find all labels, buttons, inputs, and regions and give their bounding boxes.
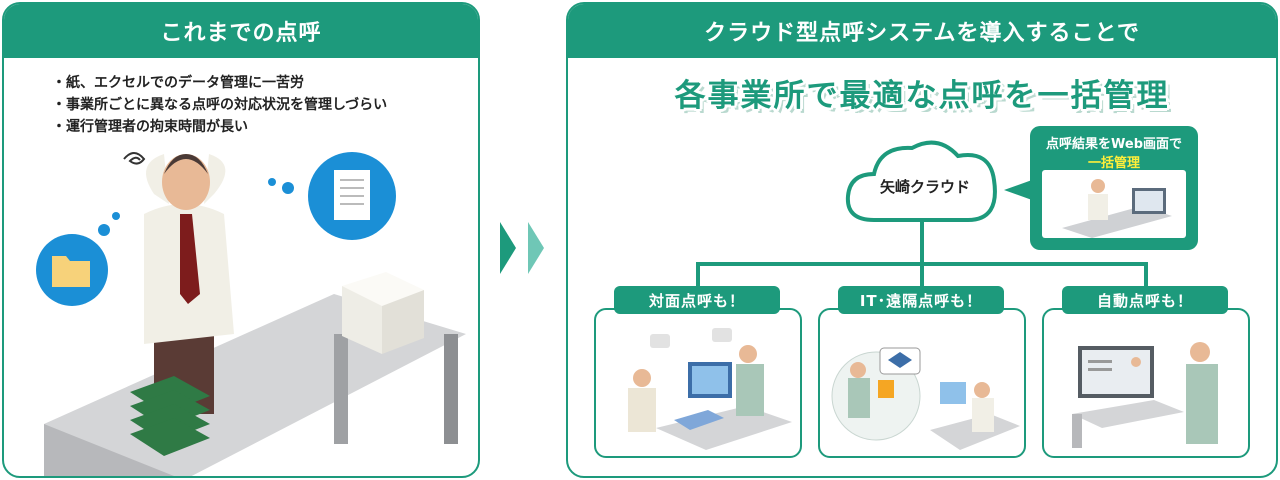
it-remote-illustration [831, 347, 1020, 450]
callout-line2: 一括管理 [1087, 156, 1140, 171]
after-title: クラウド型点呼システムを導入することで [568, 4, 1276, 58]
web-screen-illustration [1042, 170, 1186, 238]
callout-pointer [1004, 180, 1032, 200]
before-panel: これまでの点呼 紙、エクセルでのデータ管理に一苦労 事業所ごとに異なる点呼の対応… [2, 2, 480, 478]
face-to-face-illustration [628, 328, 792, 450]
web-management-callout: 点呼結果をWeb画面で 一括管理 [1030, 126, 1198, 250]
cloud-label: 矢崎クラウド [879, 178, 970, 196]
mode-tag-face-to-face: 対面点呼も！ [614, 286, 780, 314]
bullet-item: 事業所ごとに異なる点呼の対応状況を管理しづらい [52, 94, 387, 116]
bullet-item: 運行管理者の拘束時間が長い [52, 116, 387, 138]
automatic-panel [1042, 308, 1250, 458]
automatic-illustration [1072, 342, 1218, 448]
mode-tag-automatic: 自動点呼も！ [1062, 286, 1228, 314]
headline: 各事業所で最適な点呼を一括管理 [674, 78, 1170, 114]
face-to-face-panel [594, 308, 802, 458]
arrow-chevron-icon [500, 222, 516, 274]
bullet-item: 紙、エクセルでのデータ管理に一苦労 [52, 72, 387, 94]
cloud-icon [845, 140, 997, 222]
before-bullet-list: 紙、エクセルでのデータ管理に一苦労 事業所ごとに異なる点呼の対応状況を管理しづら… [52, 72, 387, 138]
arrow-chevron-icon [528, 222, 544, 274]
stressed-worker-illustration [36, 152, 466, 476]
callout-line1: 点呼結果をWeb画面で [1046, 137, 1182, 152]
it-remote-panel [818, 308, 1026, 458]
before-title: これまでの点呼 [4, 4, 478, 58]
mode-tag-it-remote: IT･遠隔点呼も！ [838, 286, 1004, 314]
